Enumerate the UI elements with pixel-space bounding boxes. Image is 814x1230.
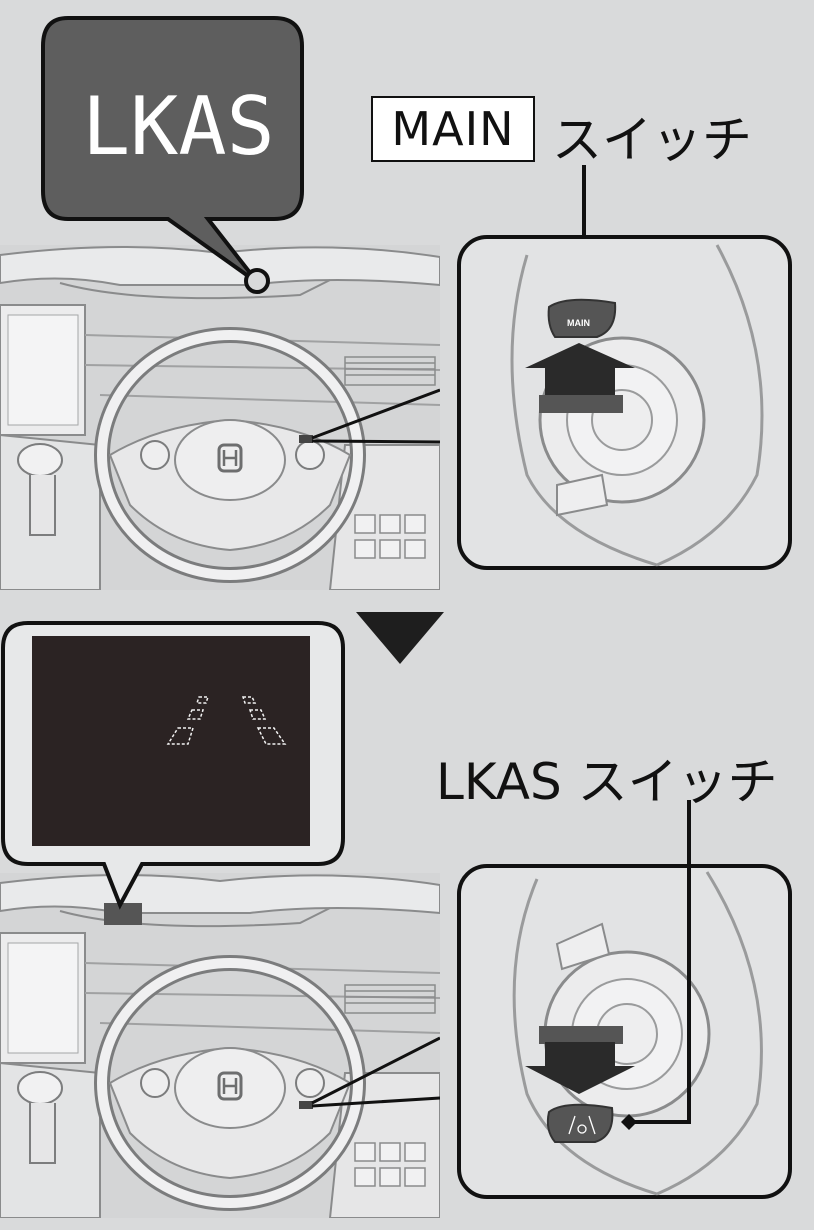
lkas-switch-label: LKAS スイッチ (436, 753, 778, 811)
next-step-arrow-icon (356, 612, 444, 664)
dashboard-illustration-top (0, 245, 440, 590)
lane-marking-left-icon (166, 696, 210, 745)
main-switch-label-text: MAIN (391, 102, 515, 156)
main-switch-closeup-inset: MAIN (457, 235, 792, 570)
lane-marking-right-icon (241, 696, 287, 745)
main-button-label: MAIN (567, 318, 590, 328)
lkas-button-icon (568, 1115, 596, 1135)
main-switch-label-box: MAIN (371, 96, 535, 162)
main-switch-label-suffix: スイッチ (552, 111, 752, 169)
lkas-indicator-callout (41, 16, 304, 294)
lkas-switch-leader-line (687, 800, 691, 870)
lkas-switch-closeup-inset (457, 864, 792, 1199)
lkas-callout-text: LKAS (82, 80, 275, 173)
lane-display-callout (1, 621, 345, 910)
dashboard-illustration-bottom (0, 873, 440, 1218)
